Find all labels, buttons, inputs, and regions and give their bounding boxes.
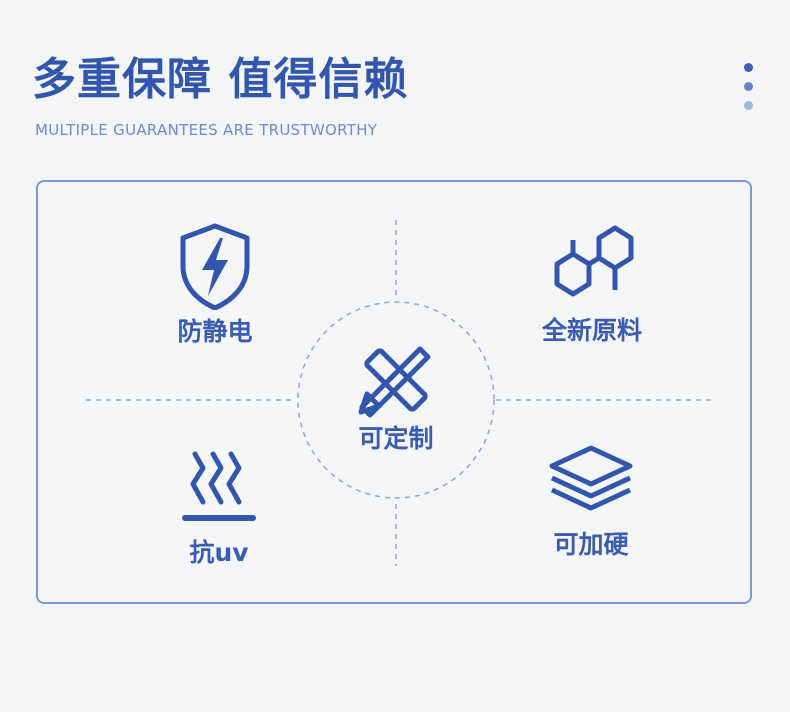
stacked-layers-icon <box>526 444 656 518</box>
guarantee-card: 防静电 全新原料 <box>36 180 752 604</box>
feature-thickened: 可加硬 <box>526 444 656 557</box>
page-subtitle: MULTIPLE GUARANTEES ARE TRUSTWORTHY <box>35 121 378 139</box>
feature-antistatic: 防静电 <box>150 220 280 344</box>
hexagon-molecule-icon <box>512 222 672 310</box>
feature-new-material: 全新原料 <box>512 222 672 343</box>
feature-label: 可定制 <box>358 424 434 453</box>
divider-lines <box>86 220 714 566</box>
pencil-ruler-icon <box>336 340 456 420</box>
feature-label: 防静电 <box>177 317 253 346</box>
vertical-dots-icon[interactable] <box>744 63 754 111</box>
lightning-shield-icon <box>150 220 280 310</box>
feature-label: 抗uv <box>189 538 249 567</box>
feature-anti-uv: 抗uv <box>164 450 274 565</box>
heat-waves-icon <box>164 450 274 526</box>
feature-label: 可加硬 <box>553 530 629 559</box>
feature-custom: 可定制 <box>336 340 456 451</box>
feature-label: 全新原料 <box>541 316 642 345</box>
page-title: 多重保障 值得信赖 <box>32 54 409 105</box>
